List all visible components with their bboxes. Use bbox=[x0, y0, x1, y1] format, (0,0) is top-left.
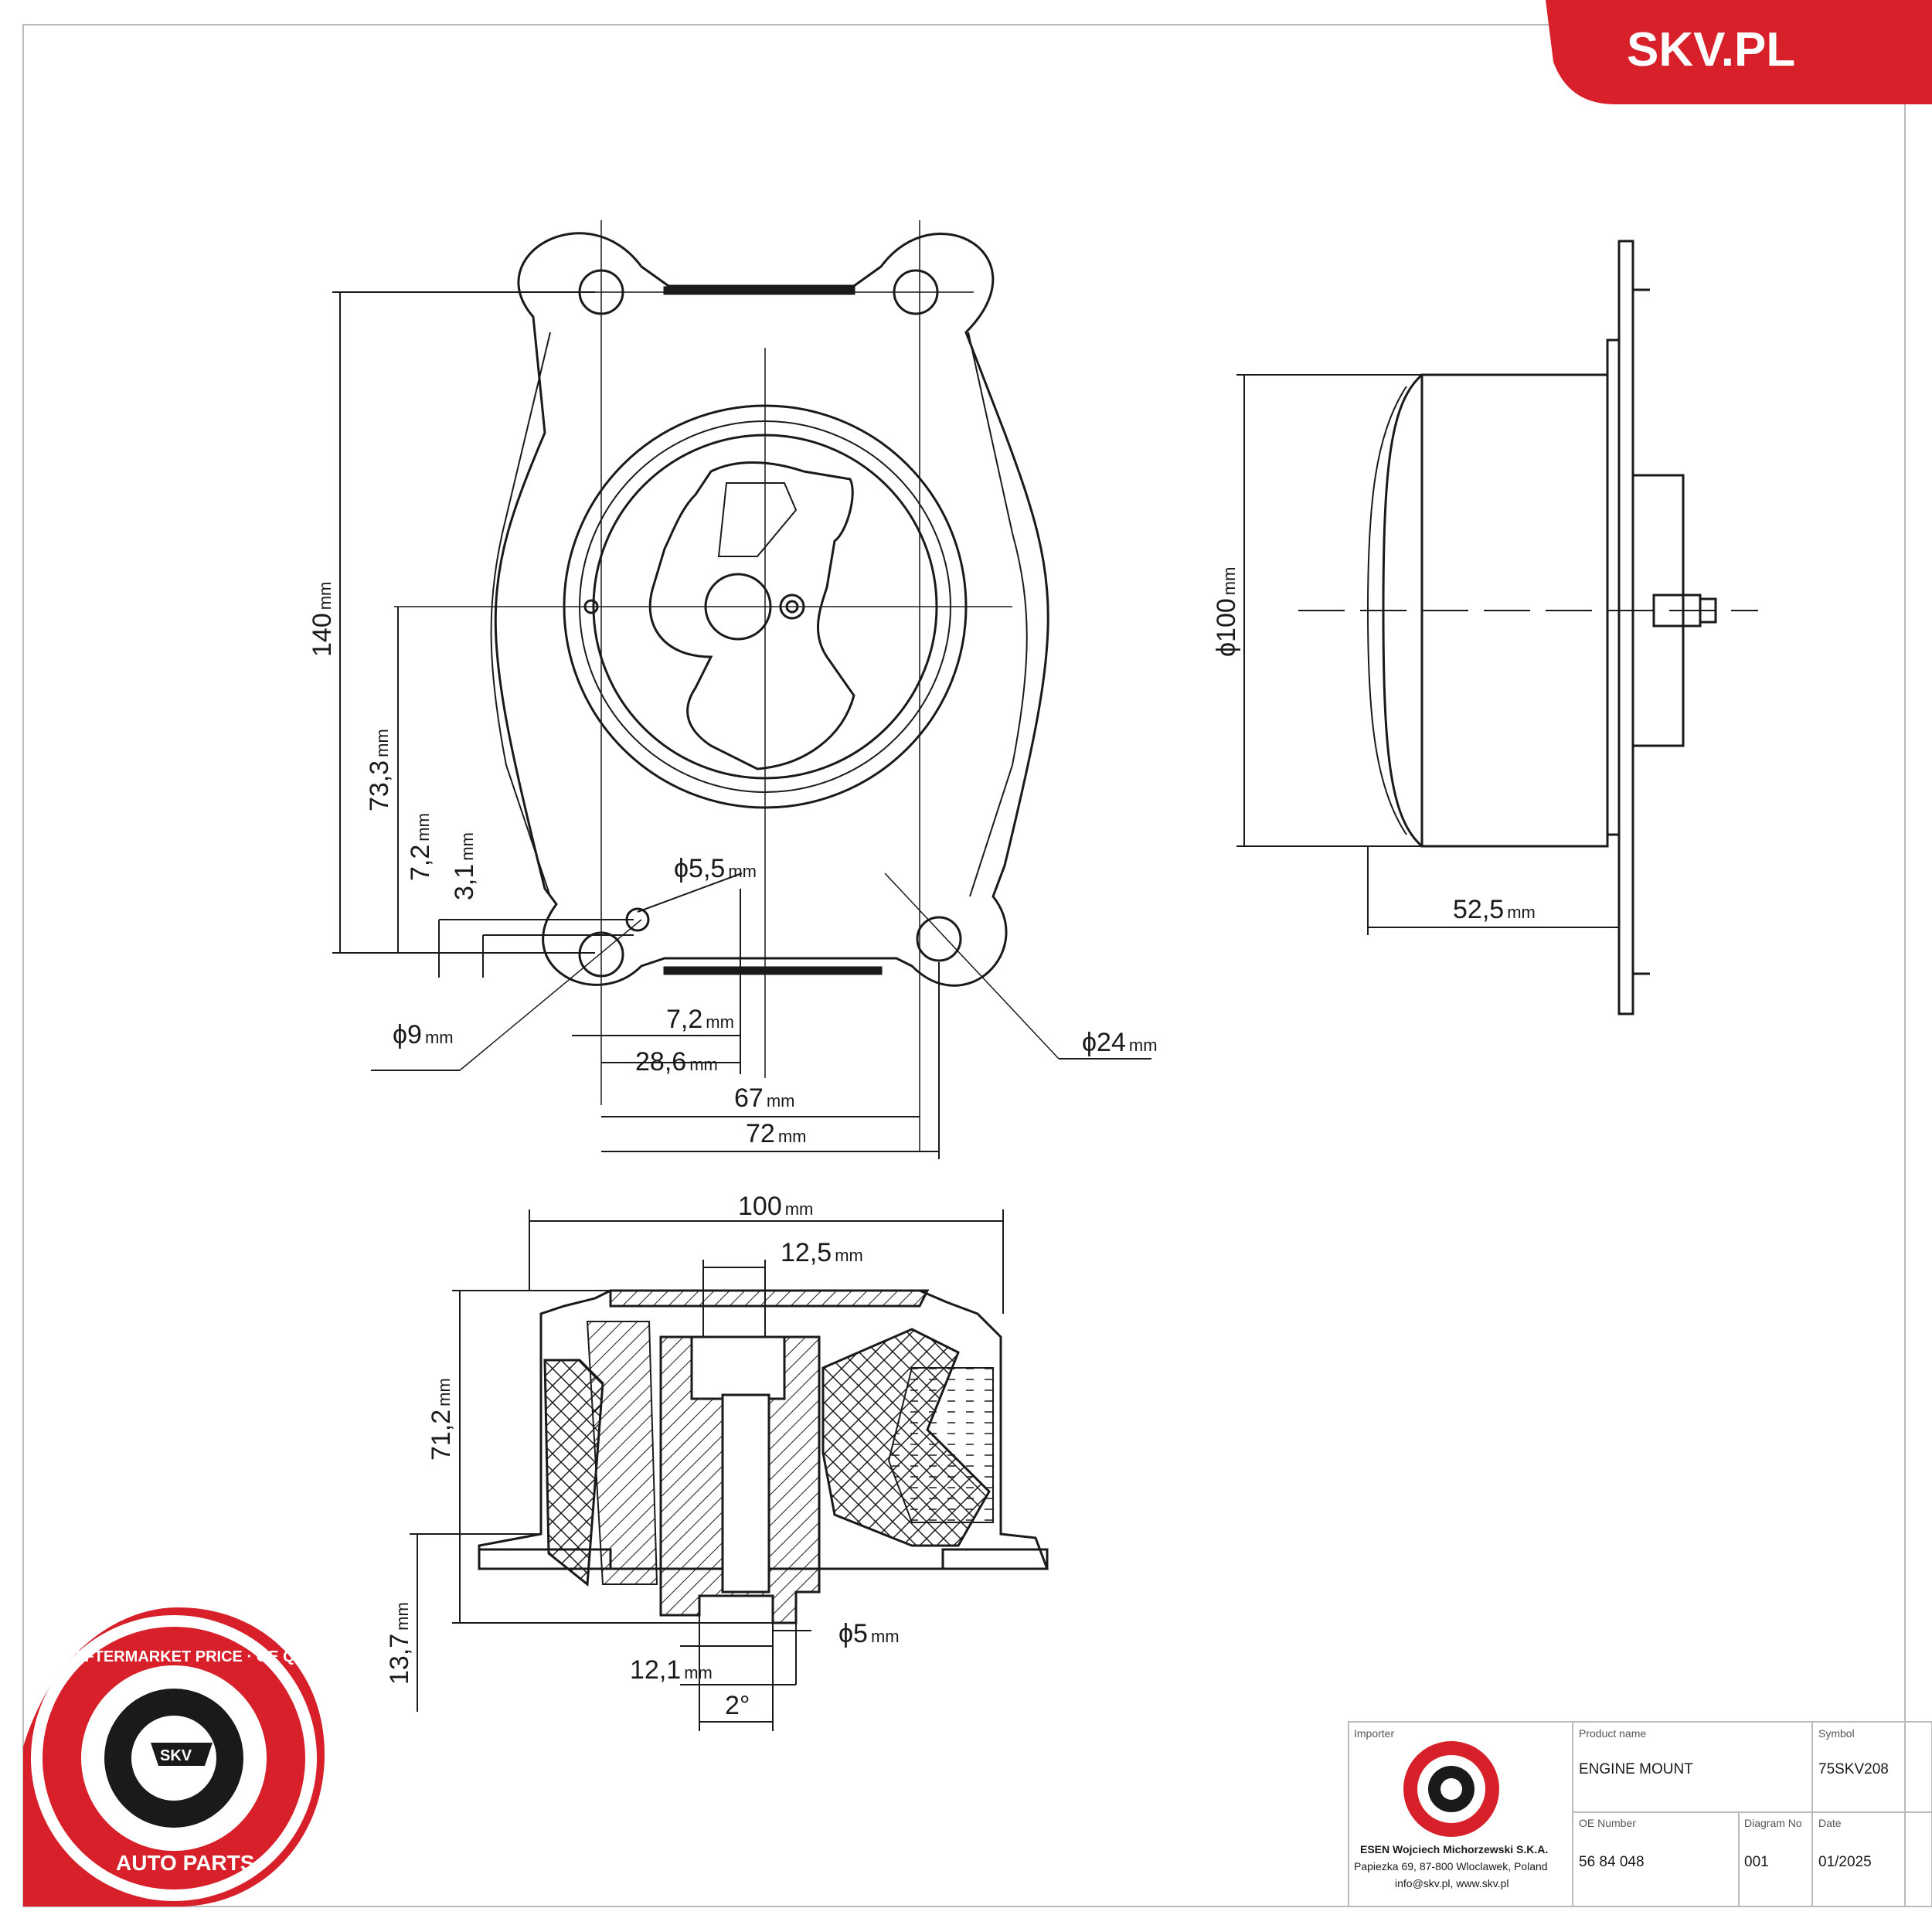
front-centerlines bbox=[394, 220, 1060, 1151]
section-dimension-lines bbox=[410, 1209, 1004, 1731]
title-block bbox=[1348, 1721, 1932, 1907]
oe-value: 56 84 048 bbox=[1579, 1854, 1645, 1870]
dim-diameter-100-side: ϕ100mm bbox=[1212, 567, 1241, 657]
dim-7-2-vertical: 7,2mm bbox=[406, 813, 435, 881]
date-value: 01/2025 bbox=[1818, 1854, 1872, 1870]
dim-71-2: 71,2mm bbox=[427, 1378, 456, 1461]
date-label: Date bbox=[1818, 1817, 1842, 1829]
oe-label: OE Number bbox=[1579, 1817, 1636, 1829]
seal-center-text: SKV bbox=[160, 1747, 192, 1764]
symbol-label: Symbol bbox=[1818, 1727, 1855, 1740]
importer-label: Importer bbox=[1354, 1727, 1394, 1740]
side-view bbox=[1366, 240, 1717, 1015]
dim-3-1: 3,1mm bbox=[450, 832, 479, 900]
diagram-label: Diagram No bbox=[1744, 1817, 1802, 1829]
symbol-value: 75SKV208 bbox=[1818, 1761, 1889, 1777]
product-label: Product name bbox=[1579, 1727, 1646, 1740]
product-value: ENGINE MOUNT bbox=[1579, 1761, 1693, 1777]
importer-contact: info@skv.pl, www.skv.pl bbox=[1395, 1877, 1509, 1889]
side-dimension-lines bbox=[1236, 374, 1758, 935]
brand-corner: SKV.PL bbox=[1546, 0, 1932, 104]
dim-13-7: 13,7mm bbox=[385, 1602, 414, 1685]
front-dimension-lines bbox=[332, 291, 1151, 1159]
dim-73-3: 73,3mm bbox=[365, 729, 394, 811]
seal-bottom-text: AUTO PARTS bbox=[116, 1851, 254, 1875]
importer-address: Papiezka 69, 87-800 Wloclawek, Poland bbox=[1354, 1860, 1548, 1872]
dim-2-degrees: 2° bbox=[725, 1691, 750, 1720]
front-view bbox=[490, 232, 1049, 987]
dim-140: 140mm bbox=[308, 582, 337, 657]
brand-text: SKV.PL bbox=[1627, 23, 1795, 77]
seal-logo: SKV AFTERMARKET PRICE · OE QUALITY AUTO … bbox=[23, 1607, 352, 1906]
section-view bbox=[478, 1289, 1049, 1624]
title-block-logo bbox=[1403, 1741, 1499, 1837]
drawing-frame bbox=[22, 24, 1906, 1907]
importer-name: ESEN Wojciech Michorzewski S.K.A. bbox=[1360, 1843, 1548, 1855]
seal-ring-text: AFTERMARKET PRICE · OE QUALITY bbox=[73, 1648, 352, 1665]
diagram-value: 001 bbox=[1744, 1854, 1769, 1870]
